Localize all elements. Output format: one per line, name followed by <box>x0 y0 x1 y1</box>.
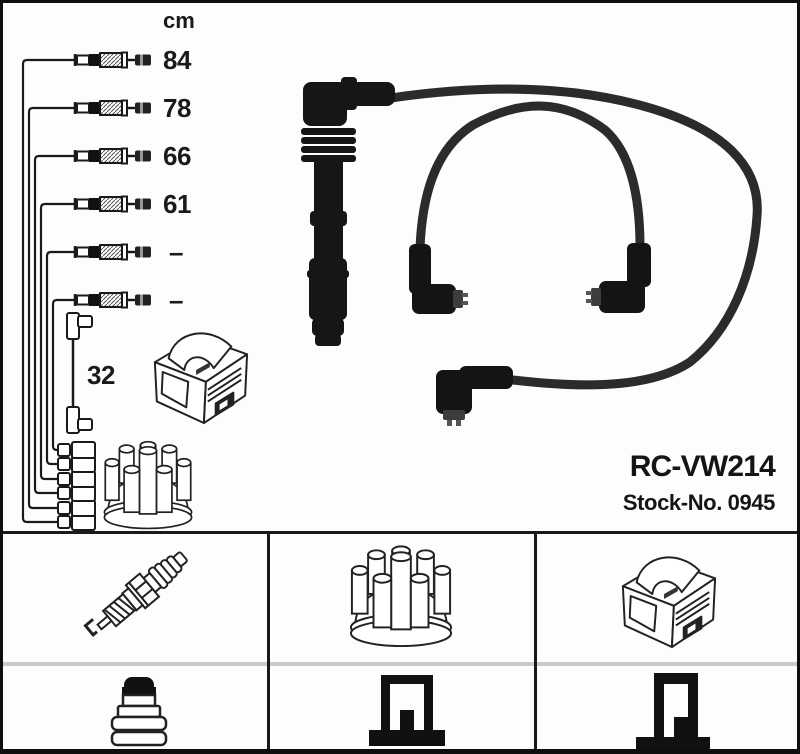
stock-number: Stock-No. 0945 <box>622 490 776 515</box>
coil-connector-icon <box>636 673 710 749</box>
measurement-diagram <box>21 51 249 531</box>
cable-length-label: – <box>169 237 183 267</box>
cable-length-label: – <box>169 285 183 315</box>
ignition-cable <box>386 84 762 390</box>
grid-column-divider <box>267 531 270 749</box>
spark-plug-boot-elbow <box>436 366 513 426</box>
ignition-coil-icon <box>621 556 717 649</box>
grid-row-divider <box>3 662 797 666</box>
spark-plug-boot-elbow <box>409 244 468 314</box>
cable-length-label: 78 <box>163 93 191 123</box>
distributor-end-connectors <box>57 441 96 531</box>
unit-label: cm <box>163 8 195 33</box>
ignition-coil-illustration <box>153 332 249 425</box>
compatibility-legend <box>80 543 717 749</box>
cable-length-label: 61 <box>163 189 191 219</box>
spark-plug-boot-elbow <box>586 243 651 313</box>
distributor-connector-icon <box>369 675 445 746</box>
spark-plug-boot-long <box>301 77 395 346</box>
distributor-cap-illustration <box>103 440 193 530</box>
cable-length-label: 84 <box>163 45 191 75</box>
cable-routing-lines <box>21 58 75 524</box>
coil-wire-icon <box>66 312 93 434</box>
grid-column-divider <box>534 531 537 749</box>
spark-plug-icon <box>80 543 195 647</box>
product-photo <box>301 77 762 426</box>
distributor-cap-icon <box>349 545 453 648</box>
spark-plug-boot-icon <box>110 677 168 747</box>
grid-top-border <box>3 531 797 534</box>
coil-wire-length-label: 32 <box>87 360 115 390</box>
cable-length-label: 66 <box>163 141 191 171</box>
ignition-cable-icons <box>73 51 153 309</box>
part-number: RC-VW214 <box>629 450 776 483</box>
